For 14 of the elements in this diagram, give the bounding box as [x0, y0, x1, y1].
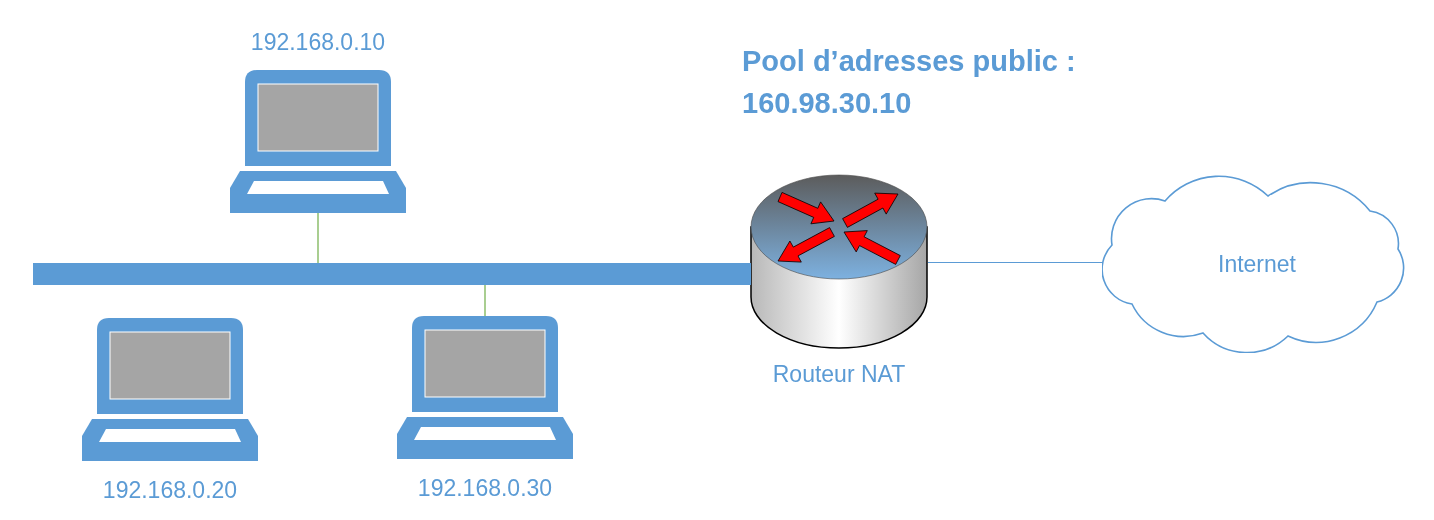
connector-line — [927, 261, 1103, 264]
laptop-icon — [82, 318, 258, 461]
device-caption: 192.168.0.20 — [101, 476, 239, 504]
network-bus-bar — [33, 263, 751, 285]
laptop-icon — [397, 316, 573, 459]
laptop-icon — [230, 70, 406, 213]
node-label: Internet — [1218, 250, 1296, 278]
device-caption: 192.168.0.30 — [416, 474, 554, 502]
connector-line — [484, 284, 486, 317]
device-caption: Routeur NAT — [771, 360, 907, 388]
address-pool-note: Pool d’adresses public : 160.98.30.10 — [742, 44, 1077, 121]
device-caption: 192.168.0.10 — [249, 28, 387, 56]
connector-line — [317, 212, 319, 264]
router-icon — [750, 174, 928, 350]
